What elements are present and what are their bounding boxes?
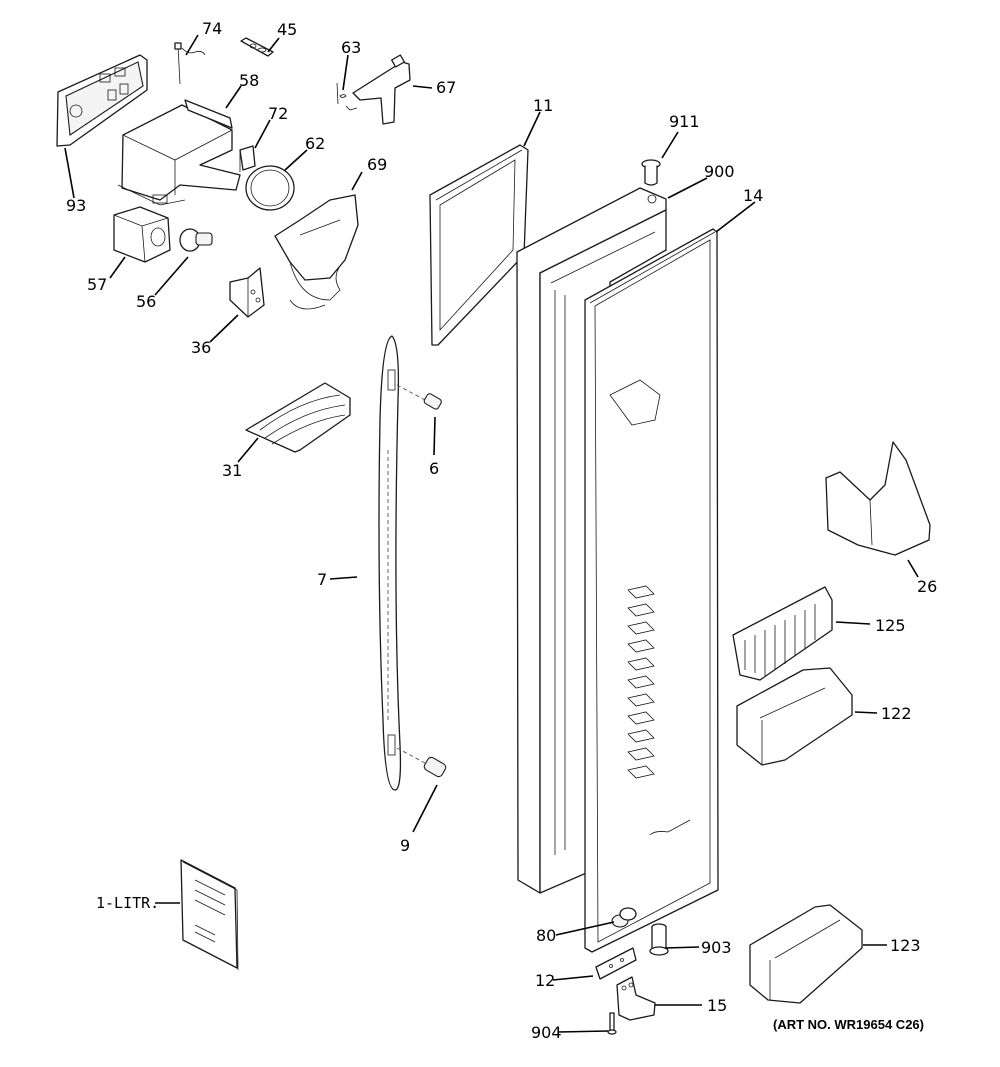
shelf-clips xyxy=(627,585,655,779)
callout-12[interactable]: 12 xyxy=(535,971,555,990)
callout-7[interactable]: 7 xyxy=(317,570,327,589)
part-63-spring[interactable] xyxy=(336,82,358,111)
part-122-bin[interactable] xyxy=(736,667,853,766)
callout-labels: 74 45 63 67 58 72 62 69 93 11 911 900 14… xyxy=(66,19,937,1042)
callout-57[interactable]: 57 xyxy=(87,275,107,294)
part-123-bin[interactable] xyxy=(749,904,863,1004)
callout-74[interactable]: 74 xyxy=(202,19,222,38)
part-12-plate[interactable] xyxy=(595,947,637,980)
part-9-screw[interactable] xyxy=(396,747,447,778)
callout-67[interactable]: 67 xyxy=(436,78,456,97)
art-number-caption: (ART NO. WR19654 C26) xyxy=(773,1017,924,1032)
part-45-bracket[interactable] xyxy=(240,37,274,57)
part-31-tray[interactable] xyxy=(245,382,351,453)
part-911-plug[interactable] xyxy=(641,159,661,186)
part-26-cover[interactable] xyxy=(825,441,931,556)
callout-911[interactable]: 911 xyxy=(669,112,700,131)
part-69-funnel[interactable] xyxy=(274,194,359,310)
callout-900[interactable]: 900 xyxy=(704,162,735,181)
part-62-ring[interactable] xyxy=(245,165,295,211)
part-11-frame[interactable] xyxy=(429,144,529,346)
callout-122[interactable]: 122 xyxy=(881,704,912,723)
part-6-screw[interactable] xyxy=(396,384,442,410)
part-904-screw[interactable] xyxy=(607,1012,617,1035)
callout-14[interactable]: 14 xyxy=(743,186,763,205)
callout-31[interactable]: 31 xyxy=(222,461,242,480)
part-93-control-panel[interactable] xyxy=(56,54,148,147)
callout-903[interactable]: 903 xyxy=(701,938,732,957)
callout-904[interactable]: 904 xyxy=(531,1023,562,1042)
callout-1-litr[interactable]: 1-LITR. xyxy=(96,894,159,912)
callout-123[interactable]: 123 xyxy=(890,936,921,955)
part-125-basket[interactable] xyxy=(732,586,833,681)
part-57-cover[interactable] xyxy=(113,206,171,263)
part-72-switch[interactable] xyxy=(239,145,256,172)
callout-63[interactable]: 63 xyxy=(341,38,361,57)
callout-80[interactable]: 80 xyxy=(536,926,556,945)
part-58-housing[interactable] xyxy=(117,99,241,206)
part-67-lever[interactable] xyxy=(352,54,411,125)
part-74-wire[interactable] xyxy=(174,42,206,85)
callout-62[interactable]: 62 xyxy=(305,134,325,153)
callout-6[interactable]: 6 xyxy=(429,459,439,478)
callout-56[interactable]: 56 xyxy=(136,292,156,311)
callout-15[interactable]: 15 xyxy=(707,996,727,1015)
callout-36[interactable]: 36 xyxy=(191,338,211,357)
part-14-gasket[interactable] xyxy=(584,228,719,953)
leader-lines xyxy=(64,34,919,1033)
callout-58[interactable]: 58 xyxy=(239,71,259,90)
callout-125[interactable]: 125 xyxy=(875,616,906,635)
part-1-litr-literature[interactable] xyxy=(180,859,239,971)
part-56-bulb[interactable] xyxy=(179,228,213,252)
part-36-bracket[interactable] xyxy=(229,267,265,318)
callout-93[interactable]: 93 xyxy=(66,196,86,215)
callout-9[interactable]: 9 xyxy=(400,836,410,855)
part-80-stud[interactable] xyxy=(611,907,637,928)
callout-45[interactable]: 45 xyxy=(277,20,297,39)
callout-69[interactable]: 69 xyxy=(367,155,387,174)
part-15-hinge[interactable] xyxy=(616,976,656,1021)
part-903-bushing[interactable] xyxy=(649,923,669,956)
callout-11[interactable]: 11 xyxy=(533,96,553,115)
callout-72[interactable]: 72 xyxy=(268,104,288,123)
part-7-handle[interactable] xyxy=(378,335,402,791)
callout-26[interactable]: 26 xyxy=(917,577,937,596)
